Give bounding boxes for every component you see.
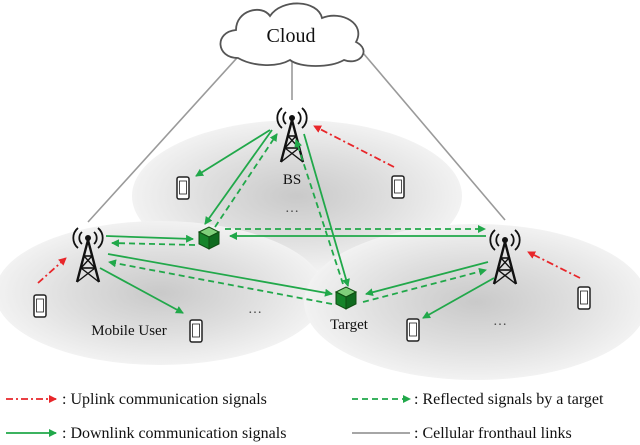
cloud-label: Cloud	[267, 25, 316, 47]
mobile-phone-icon	[33, 294, 47, 318]
mobile-phone-icon	[391, 175, 405, 199]
mobile-phone-icon	[176, 176, 190, 200]
ellipsis: …	[493, 314, 507, 329]
legend-uplink-text: : Uplink communication signals	[62, 391, 267, 408]
legend-reflected-text: : Reflected signals by a target	[414, 391, 604, 408]
mobile-phone-icon	[406, 318, 420, 342]
uplink-signals	[37, 125, 581, 284]
downlink-signals	[99, 129, 495, 319]
mobile-phone-icon	[577, 286, 591, 310]
cell-left	[0, 221, 325, 365]
target-label: Target	[330, 317, 369, 333]
legend-downlink-text: : Downlink communication signals	[62, 425, 286, 442]
mobile-user-label: Mobile User	[91, 323, 166, 339]
mobile-phone-icon	[189, 319, 203, 343]
cell-right	[304, 224, 640, 380]
legend-fronthaul-text: : Cellular fronthaul links	[414, 425, 572, 442]
ellipsis: …	[285, 201, 299, 216]
cloud-icon	[219, 2, 365, 67]
ellipsis: …	[248, 302, 262, 317]
reflected-signals	[108, 133, 487, 305]
legend: : Uplink communication signals : Reflect…	[6, 391, 604, 442]
target-cube-icon	[198, 226, 220, 250]
target-cube-icon	[335, 286, 357, 310]
bs-label: BS	[283, 172, 301, 188]
